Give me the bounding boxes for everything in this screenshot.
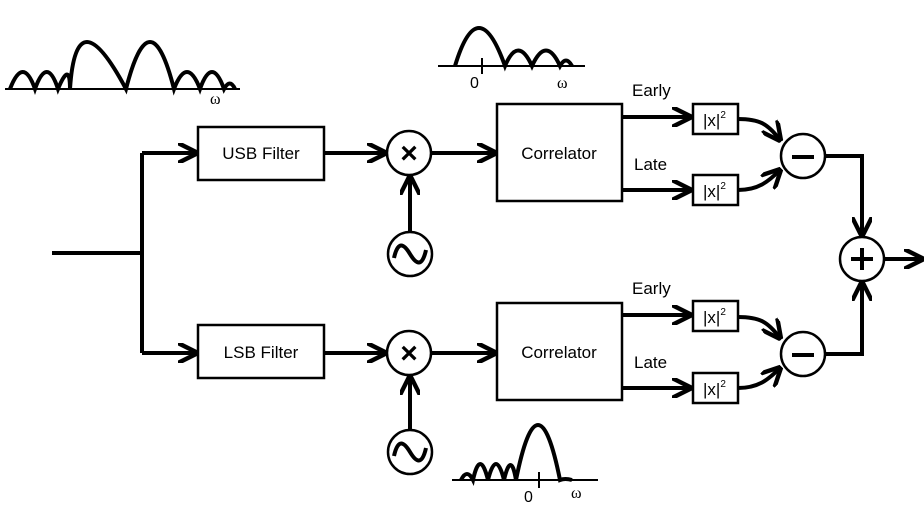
- lsb-early-detector: [691, 299, 740, 333]
- lsb-early-to-subtract-arrow: [737, 315, 780, 338]
- lsb-spectrum: 0 ω: [452, 423, 598, 506]
- lsb-spectrum-omega-label: ω: [571, 485, 582, 502]
- lsb-late-to-subtract-arrow: [737, 368, 780, 390]
- lsb-spectrum-lobes: [459, 423, 573, 486]
- lsb-late-detector-label: |x|2: [703, 379, 726, 399]
- usb-correlator-label: Correlator: [521, 144, 597, 163]
- lsb-to-sum-arrow: [825, 283, 862, 356]
- usb-early-detector-label: |x|2: [703, 110, 726, 130]
- usb-spectrum-zero-label: 0: [470, 75, 479, 92]
- usb-early-to-subtract-arrow: [737, 117, 780, 140]
- lsb-late-label: Late: [634, 353, 667, 372]
- usb-late-label: Late: [634, 155, 667, 174]
- usb-early-detector: [691, 102, 740, 136]
- lsb-early-label: Early: [632, 279, 671, 298]
- input-spectrum: ω: [5, 40, 240, 108]
- lsb-filter-label: LSB Filter: [224, 343, 299, 362]
- usb-late-detector: [691, 173, 740, 207]
- usb-late-detector-label: |x|2: [703, 181, 726, 201]
- lsb-mixer-symbol: ×: [400, 337, 418, 370]
- usb-early-label: Early: [632, 81, 671, 100]
- lsb-early-detector-label: |x|2: [703, 307, 726, 327]
- usb-spectrum-lobes: [453, 26, 574, 72]
- usb-spectrum: 0 ω: [438, 26, 585, 92]
- input-spectrum-lobes: [8, 40, 237, 96]
- lsb-filter-box: [196, 323, 326, 380]
- lsb-branch: LSB Filter × Correlator Early Late |x|2 …: [196, 279, 862, 476]
- lsb-correlator-label: Correlator: [521, 343, 597, 362]
- usb-to-sum-arrow: [825, 154, 862, 235]
- input-split: [52, 153, 196, 353]
- usb-branch: USB Filter × Correlator Early Late |x|2 …: [196, 81, 862, 278]
- input-spectrum-omega-label: ω: [210, 91, 221, 108]
- usb-oscillator-wave-icon: [392, 243, 428, 265]
- sum-junction: [838, 235, 922, 283]
- usb-mixer-symbol: ×: [400, 137, 418, 170]
- usb-correlator-box: [495, 102, 624, 203]
- usb-filter-label: USB Filter: [222, 144, 300, 163]
- usb-late-to-subtract-arrow: [737, 170, 780, 192]
- usb-spectrum-omega-label: ω: [557, 75, 568, 92]
- lsb-oscillator-wave-icon: [392, 441, 428, 463]
- lsb-spectrum-zero-label: 0: [524, 489, 533, 506]
- lsb-correlator-box: [495, 301, 624, 402]
